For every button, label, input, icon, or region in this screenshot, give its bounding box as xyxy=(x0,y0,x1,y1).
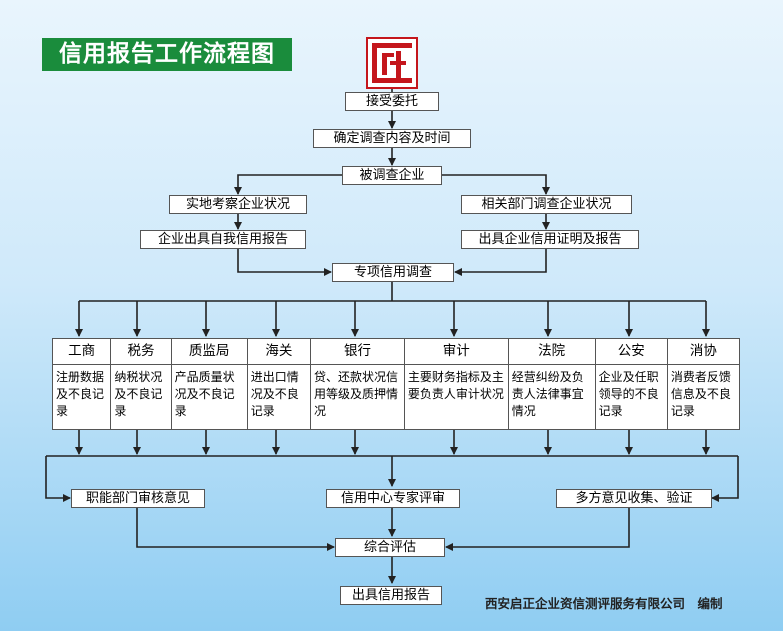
agency-name: 海关 xyxy=(247,339,310,365)
agency-detail: 企业及任职领导的不良记录 xyxy=(598,370,659,418)
agency-detail: 产品质量状况及不良记录 xyxy=(174,370,235,418)
step-dept-review: 职能部门审核意见 xyxy=(71,489,205,508)
agency-column: 法院 经营纠纷及负责人法律事宜情况 xyxy=(508,339,596,429)
agency-detail: 进出口情况及不良记录 xyxy=(250,370,299,418)
step-investigated: 被调查企业 xyxy=(342,166,442,185)
step-collect-verify: 多方意见收集、验证 xyxy=(556,489,712,508)
agency-name: 审计 xyxy=(404,339,508,365)
agency-detail: 经营纠纷及负责人法律事宜情况 xyxy=(511,370,584,418)
step-issue-report: 出具信用报告 xyxy=(340,586,442,605)
agency-column: 质监局 产品质量状况及不良记录 xyxy=(171,339,248,429)
agency-detail: 贷、还款状况信用等级及质押情况 xyxy=(314,370,399,418)
step-confirm: 确定调查内容及时间 xyxy=(313,129,471,148)
agency-name: 质监局 xyxy=(171,339,247,365)
step-cert-report: 出具企业信用证明及报告 xyxy=(461,230,639,249)
agency-detail: 注册数据及不良记录 xyxy=(56,370,105,418)
step-special-investigation: 专项信用调查 xyxy=(332,263,454,282)
step-expert-review: 信用中心专家评审 xyxy=(326,489,460,508)
step-accept: 接受委托 xyxy=(345,92,439,111)
agency-detail: 纳税状况及不良记录 xyxy=(114,370,163,418)
agency-column: 税务 纳税状况及不良记录 xyxy=(111,339,172,429)
seal-logo-icon xyxy=(366,37,418,89)
agency-table: 工商 注册数据及不良记录 税务 纳税状况及不良记录 质监局 产品质量状况及不良记… xyxy=(52,338,740,430)
agency-name: 税务 xyxy=(111,339,171,365)
agency-column: 工商 注册数据及不良记录 xyxy=(53,339,112,429)
agency-name: 法院 xyxy=(508,339,595,365)
agency-column: 海关 进出口情况及不良记录 xyxy=(247,339,311,429)
agency-name: 银行 xyxy=(311,339,404,365)
agency-name: 工商 xyxy=(53,339,111,365)
step-overall-assessment: 综合评估 xyxy=(335,538,445,557)
agency-name: 消协 xyxy=(667,339,739,365)
agency-detail: 主要财务指标及主要负责人审计状况 xyxy=(407,370,504,401)
agency-detail: 消费者反馈信息及不良记录 xyxy=(670,370,731,418)
agency-column: 银行 贷、还款状况信用等级及质押情况 xyxy=(311,339,405,429)
step-dept-survey: 相关部门调查企业状况 xyxy=(461,195,632,214)
agency-name: 公安 xyxy=(595,339,667,365)
agency-column: 消协 消费者反馈信息及不良记录 xyxy=(667,339,739,429)
step-site-survey: 实地考察企业状况 xyxy=(169,195,307,214)
agency-column: 公安 企业及任职领导的不良记录 xyxy=(595,339,668,429)
step-self-report: 企业出具自我信用报告 xyxy=(140,230,306,249)
footer-credit: 西安启正企业资信测评服务有限公司 编制 xyxy=(485,596,723,611)
agency-column: 审计 主要财务指标及主要负责人审计状况 xyxy=(404,339,509,429)
diagram-title: 信用报告工作流程图 xyxy=(42,38,292,71)
